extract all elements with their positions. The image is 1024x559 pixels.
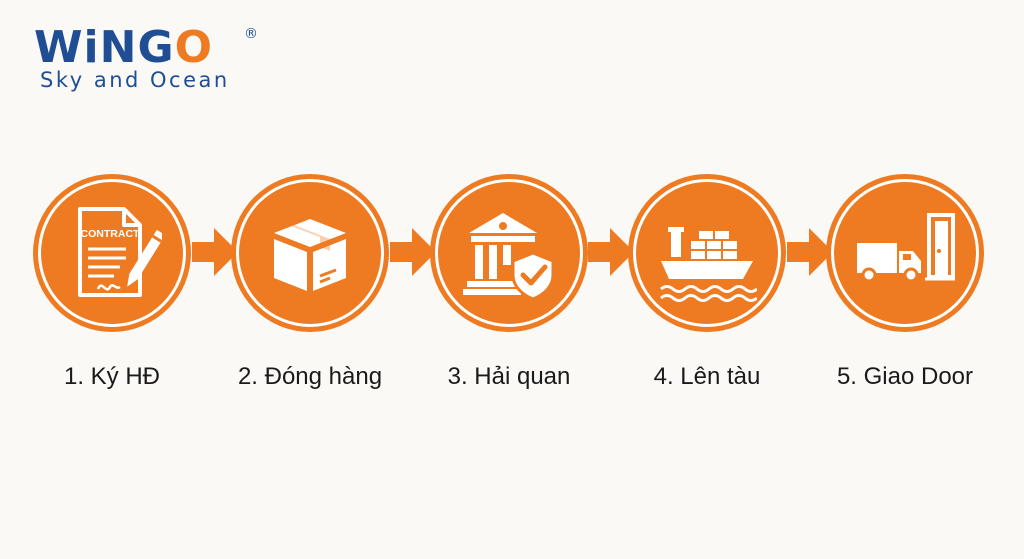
step-5-label: 5. Giao Door [836, 363, 974, 390]
logo-wordmark: WiNGO [34, 22, 213, 73]
package-box-icon [274, 219, 346, 291]
flow-arrow-1 [192, 228, 238, 276]
step-4-label: 4. Lên tàu [653, 363, 761, 390]
step-2-circle [231, 174, 389, 332]
logo-tagline: Sky and Ocean [40, 68, 230, 92]
contract-icon: CONTRACT [78, 207, 162, 297]
flow-arrow-2 [390, 228, 436, 276]
cargo-ship-icon [660, 227, 757, 302]
flow-arrow-4 [787, 228, 833, 276]
step-1-label: 1. Ký HĐ [63, 363, 161, 390]
flow-arrow-3 [588, 228, 634, 276]
step-3-label: 3. Hải quan [447, 363, 571, 390]
delivery-truck-door-icon [857, 213, 955, 283]
registered-mark: ® [244, 26, 258, 42]
step-4-circle [628, 174, 786, 332]
step-1-circle: CONTRACT [33, 174, 191, 332]
customs-building-shield-icon [463, 213, 555, 301]
step-2-label: 2. Đóng hàng [237, 363, 383, 390]
step-3-circle [430, 174, 588, 332]
wingo-logo: WiNGO ® Sky and Ocean [34, 24, 264, 94]
contract-icon-text: CONTRACT [81, 228, 140, 240]
step-5-circle [826, 174, 984, 332]
